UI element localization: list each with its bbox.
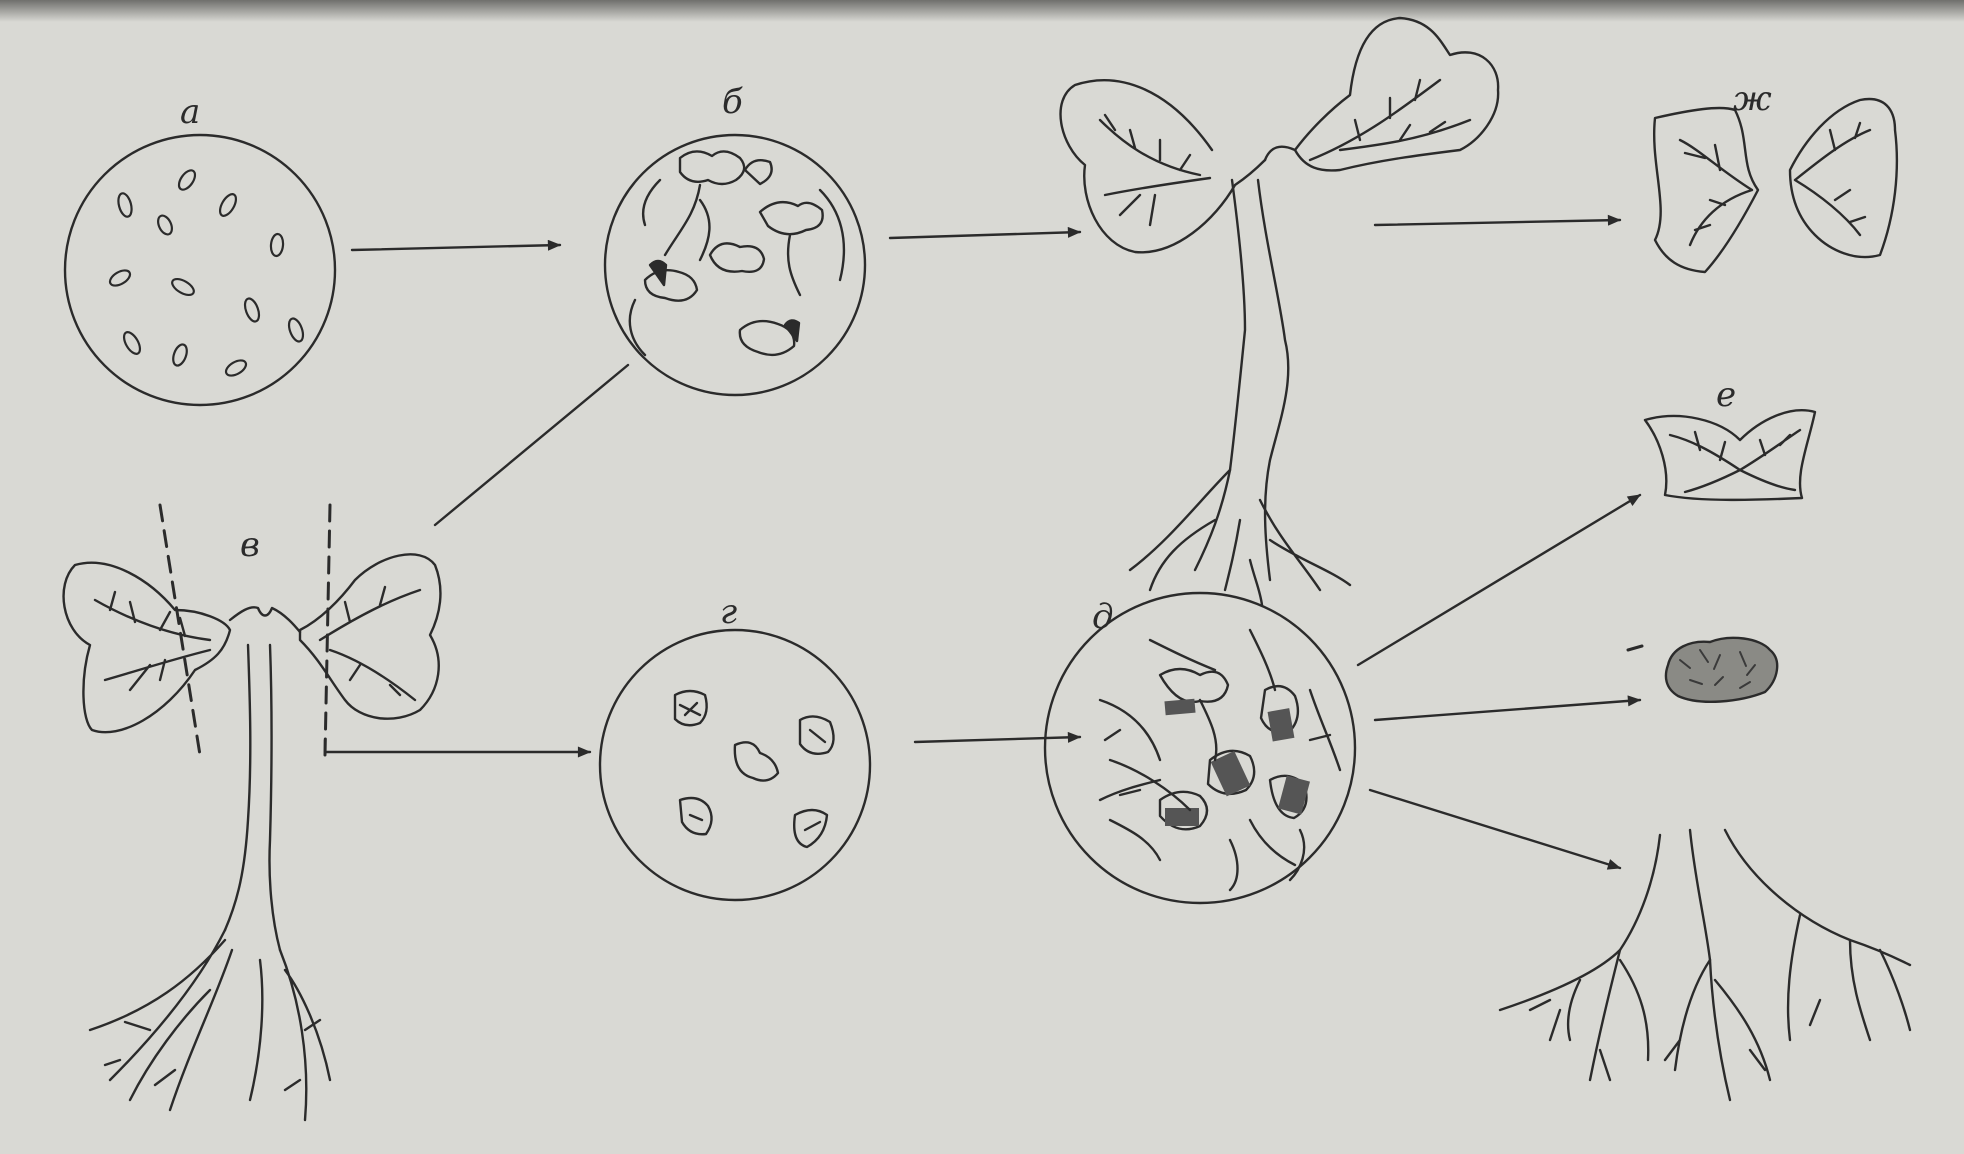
cotyledons-zh <box>1654 99 1897 272</box>
label-a: а <box>180 95 200 129</box>
explant-e <box>1645 410 1815 500</box>
arrow-a-to-b <box>352 245 560 250</box>
label-e: е <box>1716 378 1736 412</box>
label-b: б <box>722 85 743 119</box>
label-d: д <box>1092 600 1114 634</box>
regenerated-roots <box>1500 830 1910 1100</box>
arrow-b-to-seedling <box>890 232 1080 238</box>
dish-b-seedlings <box>605 135 865 395</box>
label-zh: ж <box>1733 82 1772 116</box>
callus-mass <box>1628 638 1777 702</box>
label-g: г <box>720 595 737 629</box>
seedling-v-cut <box>64 505 441 1120</box>
arrow-d-to-callus <box>1375 700 1640 720</box>
arrow-g-to-d <box>915 737 1080 742</box>
label-v: в <box>240 528 260 562</box>
cut-line-right <box>325 505 330 755</box>
arrow-d-to-e <box>1358 495 1640 665</box>
arrow-seedling-to-zh <box>1375 220 1620 225</box>
dish-d-callus <box>1045 593 1355 903</box>
dish-a-seeds <box>65 135 335 405</box>
link-v-to-b <box>435 365 628 525</box>
large-seedling <box>1061 18 1499 605</box>
dish-g-explants <box>600 630 870 900</box>
arrow-v-to-g <box>325 740 590 752</box>
arrow-d-to-roots <box>1370 790 1620 868</box>
